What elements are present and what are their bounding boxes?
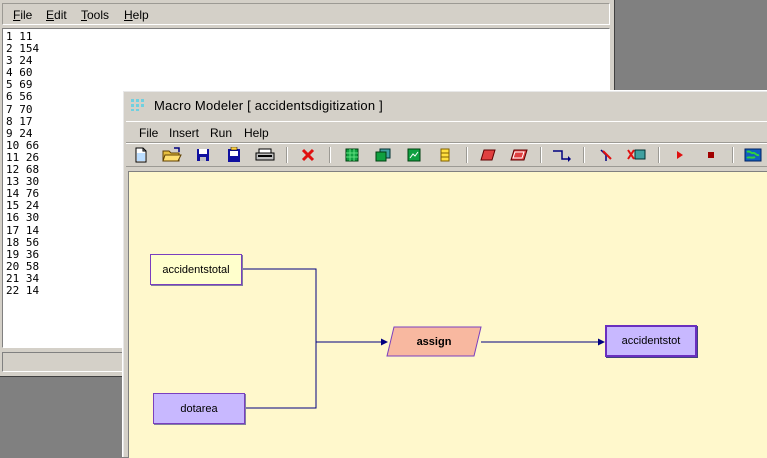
editor-line: 12 68	[6, 163, 40, 177]
module-shape	[386, 326, 482, 357]
editor-line: 13 30	[6, 175, 40, 189]
modeler-titlebar[interactable]: Macro Modeler [ accidentsdigitization ]	[126, 94, 767, 116]
editor-line: 3 24	[6, 54, 33, 68]
editor-menu-edit[interactable]: Edit	[46, 8, 67, 22]
delete-element-icon[interactable]	[627, 146, 647, 164]
editor-line: 22 14	[6, 283, 40, 297]
editor-line: 21 34	[6, 271, 40, 285]
modeler-toolbar	[126, 143, 767, 167]
node-dotarea[interactable]: dotarea	[153, 393, 245, 424]
editor-line: 19 36	[6, 247, 40, 261]
modeler-menu-file[interactable]: File	[139, 126, 159, 140]
node-assign-module[interactable]: assign	[386, 326, 482, 357]
raster-group-icon[interactable]	[373, 146, 393, 164]
stop-icon[interactable]	[701, 146, 721, 164]
modeler-title: Macro Modeler [ accidentsdigitization ]	[154, 98, 383, 113]
editor-line: 2 154	[6, 42, 40, 56]
raster-layer-icon[interactable]	[342, 146, 362, 164]
editor-line: 17 14	[6, 223, 40, 237]
editor-line: 7 70	[6, 102, 33, 116]
modeler-app-icon	[131, 99, 144, 111]
editor-line: 15 24	[6, 199, 40, 213]
editor-menubar: File Edit Tools Help	[2, 3, 610, 25]
node-accidentstot[interactable]: accidentstot	[605, 325, 697, 357]
editor-line: 4 60	[6, 66, 33, 80]
node-accidentstotal[interactable]: accidentstotal	[150, 254, 242, 285]
model-links	[242, 268, 605, 409]
print-icon[interactable]	[255, 146, 275, 164]
save-icon[interactable]	[193, 146, 213, 164]
editor-line: 11 26	[6, 150, 40, 164]
delete-icon[interactable]	[298, 146, 318, 164]
node-label: accidentstotal	[162, 263, 230, 276]
open-icon[interactable]	[162, 146, 182, 164]
node-label: dotarea	[180, 402, 218, 415]
submodel-icon[interactable]	[509, 146, 529, 164]
modeler-menu-help[interactable]: Help	[244, 126, 269, 140]
modeler-menu-insert[interactable]: Insert	[169, 126, 200, 140]
editor-line: 9 24	[6, 126, 33, 140]
editor-line: 20 58	[6, 259, 40, 273]
link-dotarea-assign	[245, 342, 317, 409]
modeler-menu-run[interactable]: Run	[210, 126, 233, 140]
editor-line: 5 69	[6, 78, 33, 92]
editor-line: 8 17	[6, 114, 33, 128]
model-canvas[interactable]: accidentstotal dotarea assign accidentst…	[128, 171, 767, 458]
editor-line: 6 56	[6, 90, 33, 104]
new-icon[interactable]	[131, 146, 151, 164]
raster-file-icon[interactable]	[404, 146, 424, 164]
editor-menu-tools[interactable]: Tools	[81, 8, 110, 22]
editor-line: 10 66	[6, 138, 40, 152]
link-accidentstotal-assign	[242, 268, 388, 346]
vector-layer-icon[interactable]	[435, 146, 455, 164]
node-label: accidentstot	[621, 335, 681, 347]
connect-icon[interactable]	[552, 146, 572, 164]
run-icon[interactable]	[670, 146, 690, 164]
save-as-icon[interactable]	[224, 146, 244, 164]
module-icon[interactable]	[478, 146, 498, 164]
editor-menu-help[interactable]: Help	[124, 8, 149, 22]
modeler-menubar: File Insert Run Help	[126, 121, 767, 143]
editor-line: 18 56	[6, 235, 40, 249]
editor-line: 14 76	[6, 187, 40, 201]
editor-menu-file[interactable]: File	[13, 8, 33, 22]
editor-line: 16 30	[6, 211, 40, 225]
editor-line: 1 11	[6, 30, 33, 43]
delete-link-icon[interactable]	[596, 146, 616, 164]
node-label: assign	[416, 335, 452, 348]
map-icon[interactable]	[743, 146, 763, 164]
macro-modeler-window: Macro Modeler [ accidentsdigitization ] …	[122, 90, 767, 458]
